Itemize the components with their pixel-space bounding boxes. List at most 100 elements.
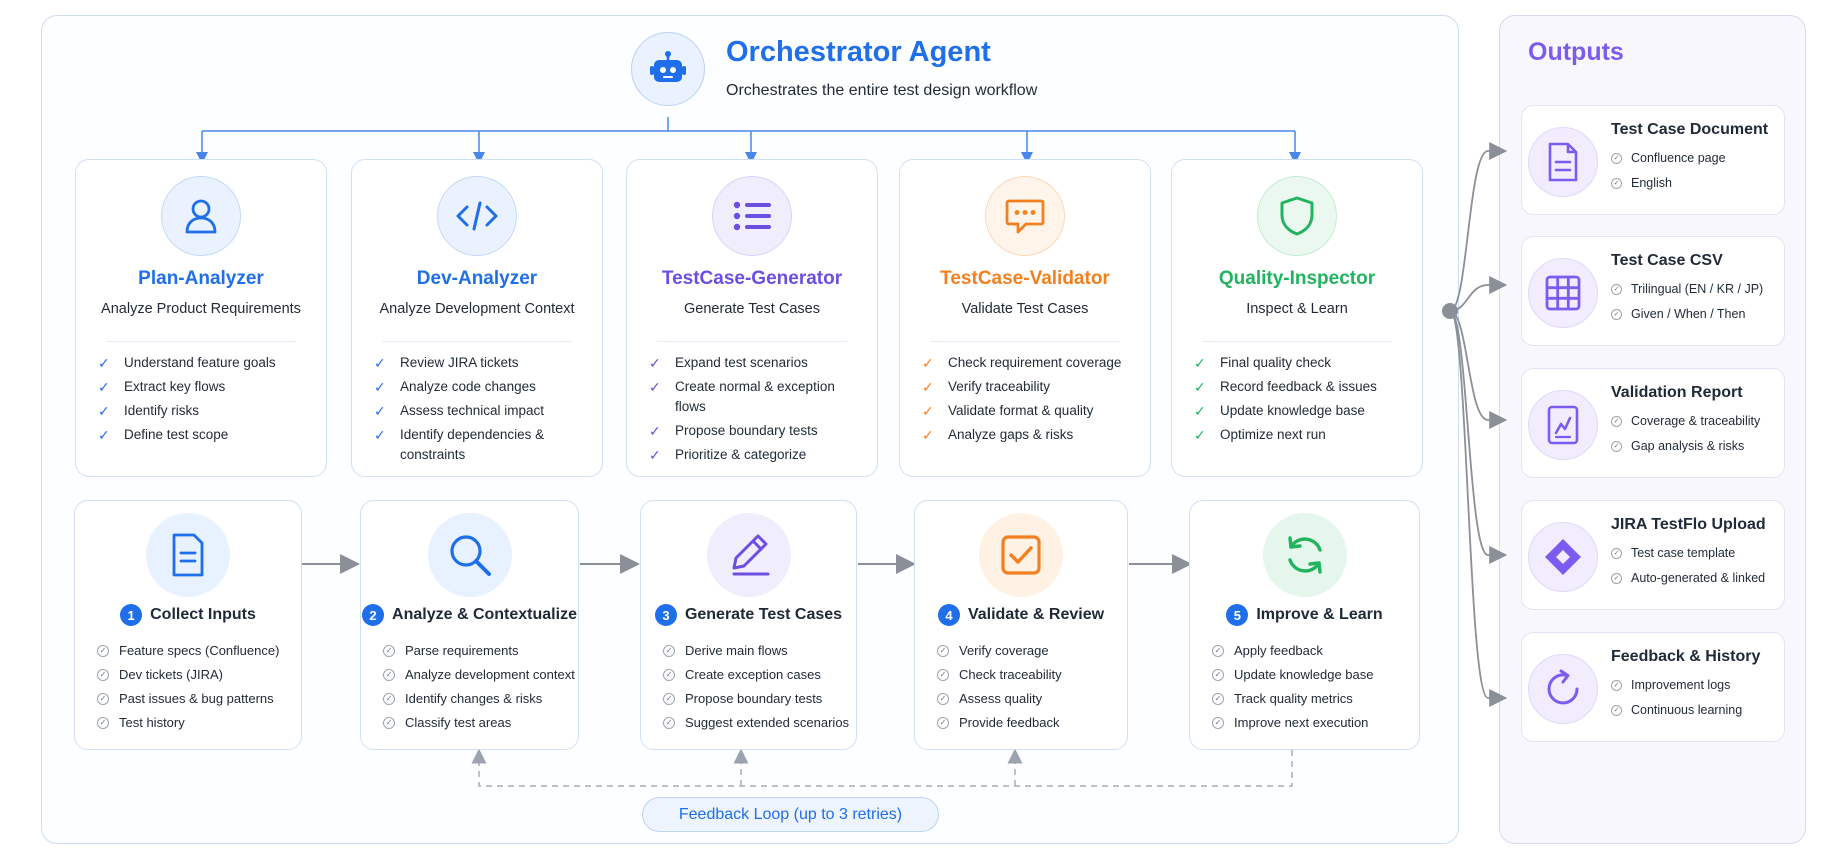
check-icon: ✓ <box>97 717 109 729</box>
check-icon: ✓ <box>374 427 386 443</box>
check-icon: ✓ <box>649 447 661 463</box>
agent-card-quality-inspector: Quality-Inspector Inspect & Learn ✓Final… <box>1171 159 1423 477</box>
check-icon: ✓ <box>1212 669 1224 681</box>
output-points: ✓Improvement logs ✓Continuous learning <box>1611 677 1742 727</box>
feedback-loop-label: Feedback Loop (up to 3 retries) <box>642 797 939 832</box>
agent-task: ✓Identify risks <box>98 403 200 419</box>
agent-task: ✓Analyze code changes <box>374 379 536 395</box>
check-icon: ✓ <box>922 355 934 371</box>
agent-description: Analyze Development Context <box>379 301 575 317</box>
output-points: ✓Trilingual (EN / KR / JP) ✓Given / When… <box>1611 281 1763 331</box>
step-task: ✓Verify coverage <box>937 641 1119 661</box>
agent-description: Validate Test Cases <box>961 301 1089 317</box>
divider <box>657 341 847 342</box>
check-icon: ✓ <box>97 669 109 681</box>
checkbox-icon <box>979 513 1063 597</box>
agent-card-plan-analyzer: Plan-Analyzer Analyze Product Requiremen… <box>75 159 327 477</box>
output-card-validation-report: Validation Report ✓Coverage & traceabili… <box>1521 368 1785 478</box>
check-icon: ✓ <box>1212 717 1224 729</box>
check-icon: ✓ <box>649 423 661 439</box>
code-icon <box>437 176 517 256</box>
check-icon: ✓ <box>937 669 949 681</box>
document-icon <box>1528 127 1598 197</box>
check-icon: ✓ <box>383 693 395 705</box>
agent-task: ✓Understand feature goals <box>98 355 276 371</box>
step-task-list: ✓Feature specs (Confluence) ✓Dev tickets… <box>97 641 293 737</box>
check-icon: ✓ <box>1194 427 1206 443</box>
step-task: ✓Update knowledge base <box>1212 665 1411 685</box>
search-icon <box>427 513 512 597</box>
check-icon: ✓ <box>1611 178 1622 189</box>
agent-task: ✓Define test scope <box>98 427 229 443</box>
check-icon: ✓ <box>98 355 110 371</box>
step-task: ✓Check traceability <box>937 665 1119 685</box>
step-task: ✓Suggest extended scenarios <box>663 713 849 733</box>
check-icon: ✓ <box>97 693 109 705</box>
check-icon: ✓ <box>1212 645 1224 657</box>
agent-description: Analyze Product Requirements <box>101 301 301 317</box>
report-icon <box>1528 390 1598 460</box>
output-point: ✓Test case template <box>1611 545 1765 562</box>
check-icon: ✓ <box>937 693 949 705</box>
agent-task: ✓Review JIRA tickets <box>374 355 519 371</box>
check-icon: ✓ <box>663 693 675 705</box>
check-icon: ✓ <box>649 379 661 395</box>
list-icon <box>712 176 792 256</box>
step-number: 1 <box>120 604 143 626</box>
step-task: ✓Test history <box>97 713 293 733</box>
agent-task: ✓Record feedback & issues <box>1194 379 1377 395</box>
orchestrator-subtitle: Orchestrates the entire test design work… <box>726 82 1038 99</box>
check-icon: ✓ <box>383 669 395 681</box>
divider <box>106 341 296 342</box>
agent-name: Plan-Analyzer <box>138 268 264 289</box>
check-icon: ✓ <box>98 403 110 419</box>
step-task: ✓Propose boundary tests <box>663 689 848 709</box>
agent-task: ✓Check requirement coverage <box>922 355 1122 371</box>
output-point: ✓Gap analysis & risks <box>1611 438 1760 455</box>
agent-card-testcase-generator: TestCase-Generator Generate Test Cases ✓… <box>626 159 878 477</box>
output-title: Test Case Document <box>1611 121 1769 138</box>
check-icon: ✓ <box>1611 573 1622 584</box>
robot-icon <box>631 32 705 106</box>
output-point: ✓Auto-generated & linked <box>1611 570 1765 587</box>
agent-task-list: ✓Understand feature goals ✓Extract key f… <box>98 353 314 449</box>
agent-task: ✓Expand test scenarios <box>649 355 808 371</box>
step-task-list: ✓Apply feedback ✓Update knowledge base ✓… <box>1212 641 1411 737</box>
check-icon: ✓ <box>1212 693 1224 705</box>
step-task: ✓Dev tickets (JIRA) <box>97 665 293 685</box>
user-icon <box>161 176 241 256</box>
check-icon: ✓ <box>1611 705 1622 716</box>
shield-icon <box>1257 176 1337 256</box>
check-icon: ✓ <box>922 379 934 395</box>
history-icon <box>1528 654 1598 724</box>
step-task: ✓Feature specs (Confluence) <box>97 641 293 661</box>
step-task: ✓Improve next execution <box>1212 713 1411 733</box>
check-icon: ✓ <box>922 427 934 443</box>
check-icon: ✓ <box>937 717 949 729</box>
check-icon: ✓ <box>1611 680 1622 691</box>
agent-task-list: ✓Expand test scenarios ✓Create normal & … <box>649 353 865 469</box>
check-icon: ✓ <box>1611 153 1622 164</box>
agent-task: ✓Create normal & exception flows <box>649 379 835 414</box>
agent-name: Quality-Inspector <box>1218 268 1376 289</box>
agent-task: ✓Identify dependencies & constraints <box>374 427 545 462</box>
check-icon: ✓ <box>98 379 110 395</box>
agent-task: ✓Update knowledge base <box>1194 403 1365 419</box>
step-task-list: ✓Verify coverage ✓Check traceability ✓As… <box>937 641 1119 737</box>
agent-task: ✓Prioritize & categorize <box>649 447 807 463</box>
agent-card-testcase-validator: TestCase-Validator Validate Test Cases ✓… <box>899 159 1151 477</box>
check-icon: ✓ <box>98 427 110 443</box>
outputs-title: Outputs <box>1528 38 1624 66</box>
divider <box>382 341 572 342</box>
check-icon: ✓ <box>1194 379 1206 395</box>
output-title: JIRA TestFlo Upload <box>1611 516 1766 533</box>
output-point: ✓Confluence page <box>1611 150 1726 167</box>
check-icon: ✓ <box>922 403 934 419</box>
step-number: 2 <box>362 604 385 626</box>
